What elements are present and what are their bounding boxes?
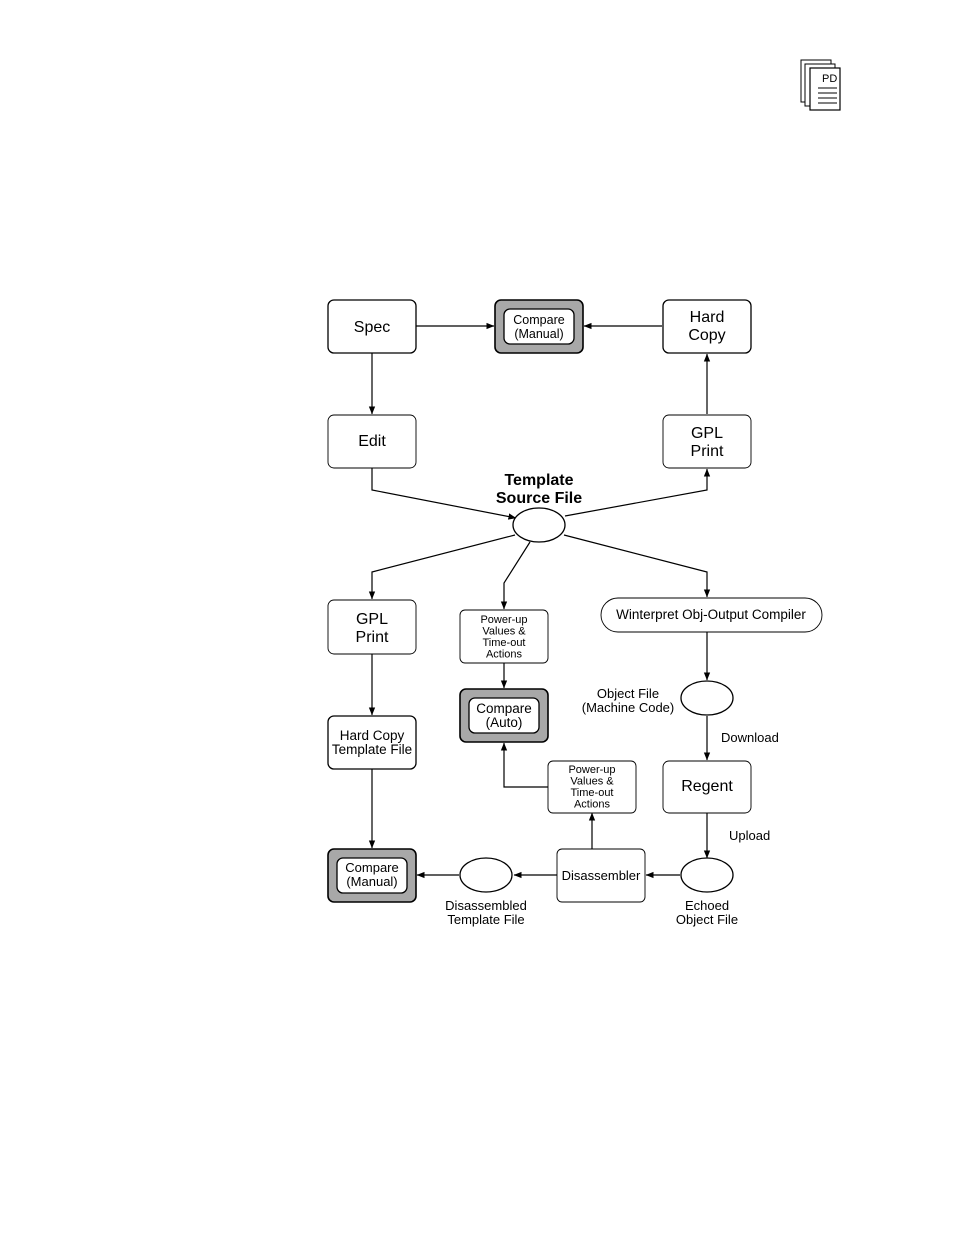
compare-manual-top-box: Compare (Manual) <box>494 299 584 354</box>
compare-auto-line1: Compare <box>476 701 532 716</box>
disassembler-box: Disassembler <box>556 848 646 903</box>
echoed-line2: Object File <box>676 912 738 927</box>
hard-copy-template-line1: Hard Copy <box>340 728 405 743</box>
compare-manual-bottom-box: Compare (Manual) <box>327 848 417 903</box>
powerup-mid-line4: Actions <box>486 649 523 661</box>
disassembled-line2: Template File <box>447 912 524 927</box>
arrow-template-to-gpl-right <box>564 468 711 517</box>
compiler-label: Winterpret Obj-Output Compiler <box>616 607 806 622</box>
arrow-template-to-compiler <box>563 534 711 598</box>
edit-box: Edit <box>327 414 417 469</box>
hard-copy-template-line2: Template File <box>332 742 412 757</box>
object-file-line2: (Machine Code) <box>582 700 675 715</box>
echoed-ellipse <box>680 857 734 893</box>
object-file-line1: Object File <box>597 686 659 701</box>
powerup-low-line2: Values & <box>570 776 614 788</box>
spec-box: Spec <box>327 299 417 354</box>
hard-copy-template-box: Hard Copy Template File <box>327 715 417 770</box>
arrow-edit-to-template <box>371 468 517 520</box>
template-source-line1: Template <box>504 472 573 489</box>
compare-bottom-line2: (Manual) <box>346 874 397 889</box>
compare-top-line1: Compare <box>513 313 564 327</box>
regent-label: Regent <box>681 778 733 795</box>
doc-icon-label: PD <box>822 73 837 85</box>
echoed-object-file: Echoed Object File <box>676 857 738 927</box>
arrow-template-to-powerup <box>500 541 531 610</box>
compare-top-line2: (Manual) <box>514 327 563 341</box>
powerup-low-line4: Actions <box>574 799 611 811</box>
gpl-print-right-box: GPL Print <box>662 414 752 469</box>
gpl-right-line2: Print <box>691 443 724 460</box>
arrow-template-to-gpl-left <box>368 534 516 600</box>
gpl-print-left-box: GPL Print <box>327 599 417 655</box>
compare-auto-line2: (Auto) <box>486 715 523 730</box>
powerup-low-line1: Power-up <box>568 764 615 776</box>
disassembled-ellipse <box>459 857 513 893</box>
powerup-mid-line2: Values & <box>482 626 526 638</box>
object-file-ellipse <box>680 680 734 716</box>
powerup-mid-box: Power-up Values & Time-out Actions <box>459 609 549 664</box>
arrow-powerup-to-compare-auto-low <box>500 742 548 788</box>
object-file: Object File (Machine Code) <box>582 680 734 716</box>
compiler-box: Winterpret Obj-Output Compiler <box>600 597 823 633</box>
regent-box: Regent <box>662 760 752 814</box>
document-stack-icon: PD <box>800 59 841 111</box>
powerup-low-line3: Time-out <box>571 787 614 799</box>
powerup-mid-line1: Power-up <box>480 614 527 626</box>
connectors <box>368 322 711 879</box>
disassembled-template-file: Disassembled Template File <box>445 857 527 927</box>
upload-label: Upload <box>729 828 770 843</box>
disassembler-label: Disassembler <box>562 868 641 883</box>
gpl-left-line1: GPL <box>356 611 388 628</box>
template-source-line2: Source File <box>496 490 582 507</box>
powerup-low-box: Power-up Values & Time-out Actions <box>547 760 637 814</box>
template-source-ellipse <box>512 507 566 543</box>
download-label: Download <box>721 730 779 745</box>
gpl-left-line2: Print <box>356 629 389 646</box>
echoed-line1: Echoed <box>685 898 729 913</box>
hard-copy-line2: Copy <box>688 327 725 344</box>
hard-copy-box: Hard Copy <box>662 299 752 354</box>
edit-label: Edit <box>358 433 386 450</box>
template-source-file: Template Source File <box>496 472 582 543</box>
disassembled-line1: Disassembled <box>445 898 527 913</box>
gpl-right-line1: GPL <box>691 425 723 442</box>
powerup-mid-line3: Time-out <box>483 637 526 649</box>
compare-auto-box: Compare (Auto) <box>459 688 549 743</box>
spec-label: Spec <box>354 319 390 336</box>
compare-bottom-line1: Compare <box>345 860 398 875</box>
hard-copy-line1: Hard <box>690 309 725 326</box>
